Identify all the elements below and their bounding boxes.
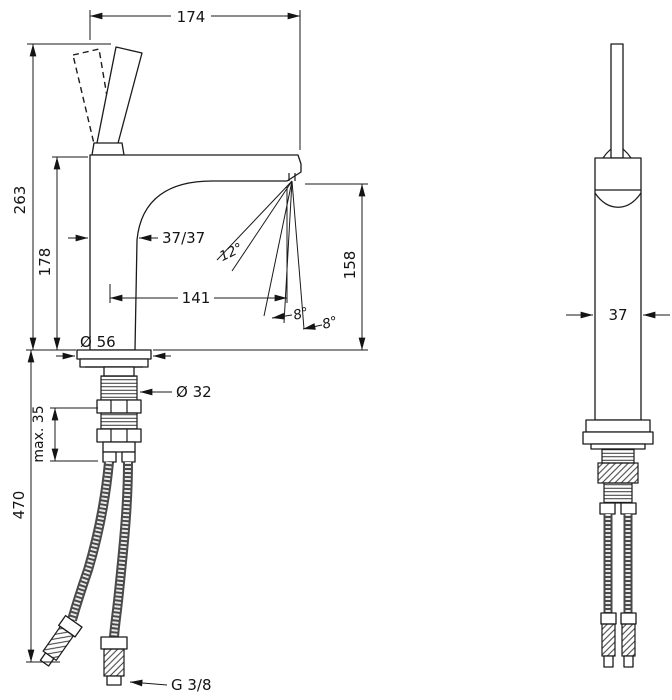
dim-outlet-height: 158: [153, 183, 368, 351]
handle-lever: [96, 46, 143, 148]
aerator-ticks: [288, 173, 296, 181]
dim-spray-angle-a-label: 8°: [291, 304, 310, 323]
side-faucet-outline: [594, 43, 642, 421]
front-hose-fitting-angled: [39, 614, 83, 667]
dim-max-mount-thickness-label: max. 35: [31, 405, 47, 462]
side-hoses: [600, 514, 637, 668]
dim-spray-angle-b-label: 8°: [320, 313, 339, 332]
callout-spout-angle: 12°: [216, 180, 293, 272]
dim-hose-length: 470: [10, 350, 60, 663]
dim-outlet-height-label: 158: [341, 251, 359, 280]
dim-height-total: 263: [11, 43, 111, 351]
dim-base-diameter-label: Ø 56: [80, 333, 116, 351]
dim-height-total-label: 263: [11, 186, 29, 215]
front-shank: [96, 366, 142, 463]
dim-side-width: 37: [566, 306, 670, 324]
dim-width-top: 174: [89, 8, 301, 150]
dim-max-mount-thickness: max. 35: [31, 405, 98, 463]
callout-body-section: 37/37: [68, 229, 205, 247]
side-view: 37: [566, 43, 670, 668]
dim-spout-angle-label: 12°: [217, 240, 246, 265]
side-handle-stick: [610, 43, 624, 159]
front-view: 174 263 178 37/37 12°: [10, 8, 368, 694]
front-hoses: [39, 461, 133, 686]
side-body: [594, 157, 642, 421]
handle-base: [91, 142, 125, 156]
callout-spray-angles: 8° 8°: [263, 180, 339, 333]
dim-height-spout: 178: [36, 156, 88, 350]
side-hose-fittings: [600, 612, 637, 668]
dim-shank-diameter-label: Ø 32: [176, 383, 212, 401]
side-shank: [597, 448, 639, 515]
callout-thread-size: G 3/8: [129, 676, 212, 694]
front-base-plates: [76, 349, 152, 368]
dim-thread-size-label: G 3/8: [171, 676, 212, 694]
dim-height-spout-label: 178: [36, 248, 54, 277]
spout-body: [89, 154, 302, 351]
dim-shank-diameter: Ø 32: [140, 383, 212, 401]
dim-body-section-label: 37/37: [162, 229, 205, 247]
side-base-plates: [582, 419, 654, 450]
front-hose-fitting-vertical: [100, 636, 128, 686]
front-faucet-outline: [72, 46, 302, 351]
dim-side-width-label: 37: [608, 306, 627, 324]
dim-base-diameter: Ø 56: [56, 333, 171, 360]
dim-hose-length-label: 470: [10, 491, 28, 520]
dim-width-top-label: 174: [177, 8, 206, 26]
dim-reach-label: 141: [182, 289, 211, 307]
